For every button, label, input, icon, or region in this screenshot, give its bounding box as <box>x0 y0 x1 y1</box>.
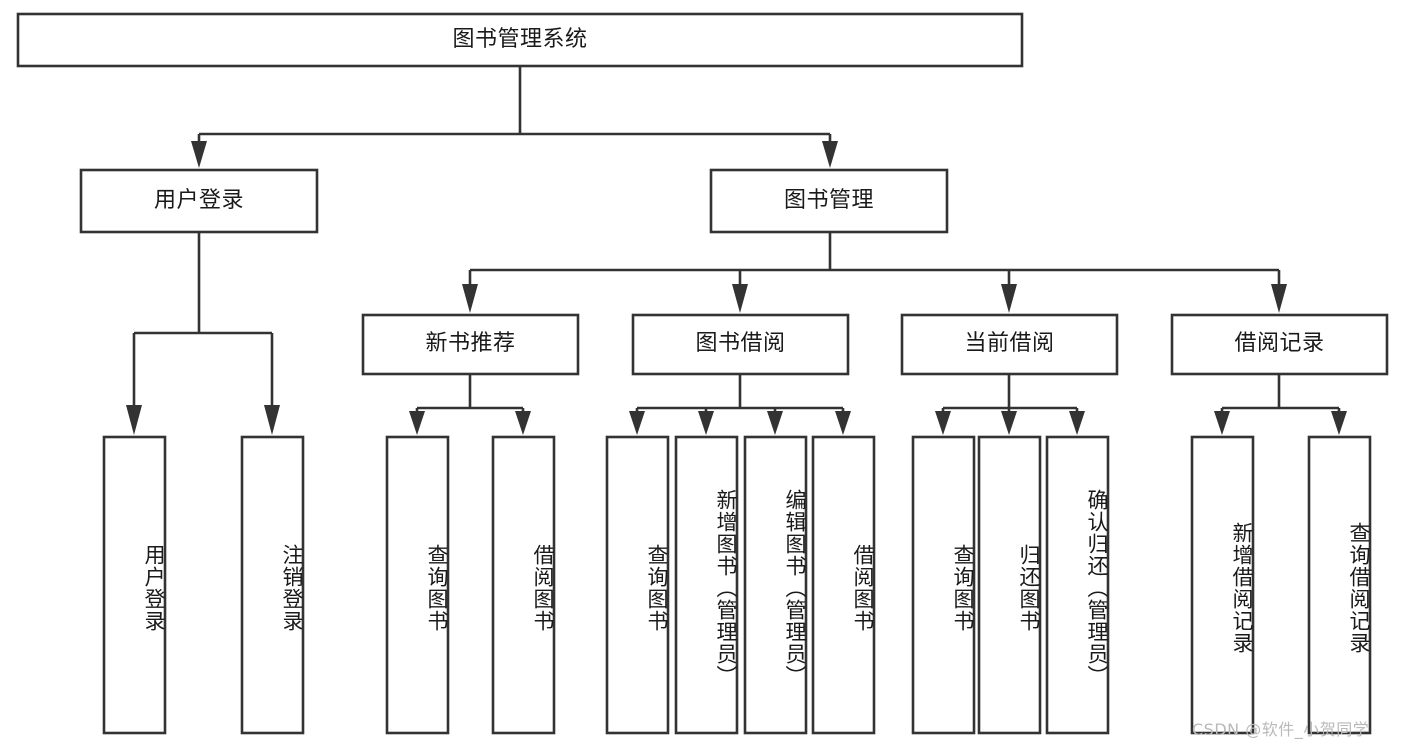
node-leaf-book-borrow-1[interactable] <box>605 435 670 735</box>
arrow-head-leaf-current-borrow-3 <box>1069 411 1085 435</box>
arrow-head-leaf-borrow-record-2 <box>1331 411 1347 435</box>
node-leaf-book-borrow-3[interactable] <box>743 435 808 735</box>
node-root[interactable] <box>16 12 1024 68</box>
node-leaf-book-borrow-2[interactable] <box>674 435 739 735</box>
node-leaf-user-login-2[interactable] <box>240 435 305 735</box>
arrow-head-leaf-current-borrow-1 <box>935 411 951 435</box>
arrow-head-borrow-record <box>1271 284 1287 313</box>
arrow-head-user-login <box>191 141 207 168</box>
node-borrow-record[interactable] <box>1170 313 1389 376</box>
arrow-head-leaf-book-borrow-3 <box>767 411 783 435</box>
arrow-head-leaf-new-book-1 <box>409 411 425 435</box>
arrow-head-leaf-book-borrow-4 <box>835 411 851 435</box>
node-book-manage[interactable] <box>709 168 949 234</box>
csdn-watermark: CSDN @软件_小贺同学 <box>1192 720 1370 739</box>
arrow-head-leaf-borrow-record-1 <box>1214 411 1230 435</box>
arrow-head-book-borrow <box>732 284 748 313</box>
node-leaf-borrow-record-2[interactable] <box>1307 435 1372 735</box>
node-leaf-book-borrow-4[interactable] <box>811 435 876 735</box>
node-current-borrow[interactable] <box>900 313 1119 376</box>
arrow-head-leaf-user-login-1 <box>126 405 142 435</box>
node-leaf-user-login-1[interactable] <box>102 435 167 735</box>
arrow-head-current-borrow <box>1001 284 1017 313</box>
node-leaf-current-borrow-2[interactable] <box>977 435 1042 735</box>
arrow-head-leaf-user-login-2 <box>264 405 280 435</box>
arrow-head-leaf-book-borrow-1 <box>629 411 645 435</box>
node-leaf-borrow-record-1[interactable] <box>1190 435 1255 735</box>
arrow-head-leaf-current-borrow-2 <box>1001 411 1017 435</box>
node-leaf-new-book-1[interactable] <box>385 435 450 735</box>
arrow-head-new-book-recommend <box>462 284 478 313</box>
arrow-head-leaf-book-borrow-2 <box>698 411 714 435</box>
node-leaf-current-borrow-3[interactable] <box>1045 435 1110 735</box>
arrow-head-leaf-new-book-2 <box>515 411 531 435</box>
node-user-login[interactable] <box>79 168 319 234</box>
node-leaf-current-borrow-1[interactable] <box>911 435 976 735</box>
node-book-borrow[interactable] <box>631 313 850 376</box>
arrow-head-book-manage <box>822 141 838 168</box>
nodes-layer <box>16 12 1389 735</box>
node-new-book-recommend[interactable] <box>361 313 580 376</box>
node-leaf-new-book-2[interactable] <box>491 435 556 735</box>
edges-layer <box>126 66 1347 435</box>
